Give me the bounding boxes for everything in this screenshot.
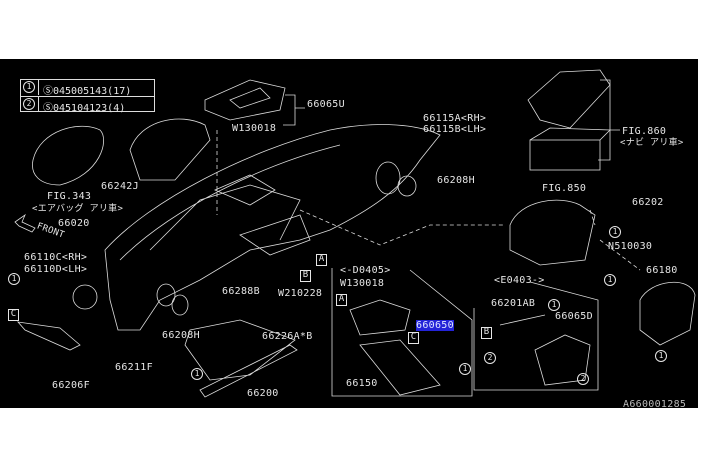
legend-number: 2 xyxy=(23,98,35,110)
part-66200[interactable]: 66200 xyxy=(247,388,279,399)
fastener-ref-1: 1 xyxy=(609,226,621,238)
fig-343-link[interactable]: FIG.343 xyxy=(47,191,92,202)
fig-860-link[interactable]: FIG.860 xyxy=(622,126,667,137)
part-66065U[interactable]: 66065U xyxy=(307,99,345,110)
part-W210228[interactable]: W210228 xyxy=(278,288,323,299)
part-66020[interactable]: 66020 xyxy=(58,218,90,229)
part-66201AB[interactable]: 66201AB xyxy=(491,298,536,309)
fastener-ref-1: 1 xyxy=(8,273,20,285)
part-66110D[interactable]: 66110D<LH> xyxy=(24,264,88,275)
legend-code: Ⓢ045005143(17) xyxy=(43,86,132,97)
diagram-panel xyxy=(0,59,698,408)
part-66206F[interactable]: 66206F xyxy=(52,380,90,391)
part-66115A[interactable]: 66115A<RH> xyxy=(423,113,487,124)
legend-code: Ⓢ045104123(4) xyxy=(43,103,126,114)
fastener-ref-1: 1 xyxy=(548,299,560,311)
range-D0405: <-D0405> xyxy=(340,265,391,276)
fastener-ref-2: 2 xyxy=(577,373,589,385)
fastener-ref-1: 1 xyxy=(604,274,616,286)
legend-row: 2 Ⓢ045104123(4) xyxy=(21,96,154,114)
part-66211F[interactable]: 66211F xyxy=(115,362,153,373)
ref-marker-C: C xyxy=(8,309,19,321)
ref-marker-A: A xyxy=(316,254,327,266)
legend-row: 1 Ⓢ045005143(17) xyxy=(21,80,154,97)
fastener-ref-1: 1 xyxy=(459,363,471,375)
fastener-ref-1: 1 xyxy=(191,368,203,380)
part-N510030[interactable]: N510030 xyxy=(608,241,653,252)
part-66208H-left[interactable]: 66208H xyxy=(162,330,200,341)
part-66242J[interactable]: 66242J xyxy=(101,181,139,192)
ref-marker-A: A xyxy=(336,294,347,306)
drawing-id: A660001285 xyxy=(623,399,687,410)
part-W130018-mid[interactable]: W130018 xyxy=(340,278,385,289)
part-66202[interactable]: 66202 xyxy=(632,197,664,208)
part-66065D[interactable]: 66065D xyxy=(555,311,593,322)
ref-marker-B: B xyxy=(481,327,492,339)
fig-860-note: <ナビ アリ車> xyxy=(620,138,684,148)
ref-marker-B: B xyxy=(300,270,311,282)
part-660650-highlighted[interactable]: 660650 xyxy=(416,320,454,331)
part-66115B[interactable]: 66115B<LH> xyxy=(423,124,487,135)
part-W130018[interactable]: W130018 xyxy=(232,123,277,134)
range-E0403: <E0403-> xyxy=(494,275,545,286)
fastener-legend-table: 1 Ⓢ045005143(17) 2 Ⓢ045104123(4) xyxy=(20,79,155,114)
part-66288B[interactable]: 66288B xyxy=(222,286,260,297)
part-66226AB[interactable]: 66226A*B xyxy=(262,331,313,342)
part-66110C[interactable]: 66110C<RH> xyxy=(24,252,88,263)
fastener-ref-2: 2 xyxy=(484,352,496,364)
fig-343-note: <エアバッグ アリ車> xyxy=(32,204,124,214)
part-66208H-right[interactable]: 66208H xyxy=(437,175,475,186)
legend-number: 1 xyxy=(23,81,35,93)
fig-850-link[interactable]: FIG.850 xyxy=(542,183,587,194)
fastener-ref-1: 1 xyxy=(655,350,667,362)
ref-marker-C: C xyxy=(408,332,419,344)
dashboard-panel xyxy=(104,124,441,331)
part-66180[interactable]: 66180 xyxy=(646,265,678,276)
part-66150[interactable]: 66150 xyxy=(346,378,378,389)
